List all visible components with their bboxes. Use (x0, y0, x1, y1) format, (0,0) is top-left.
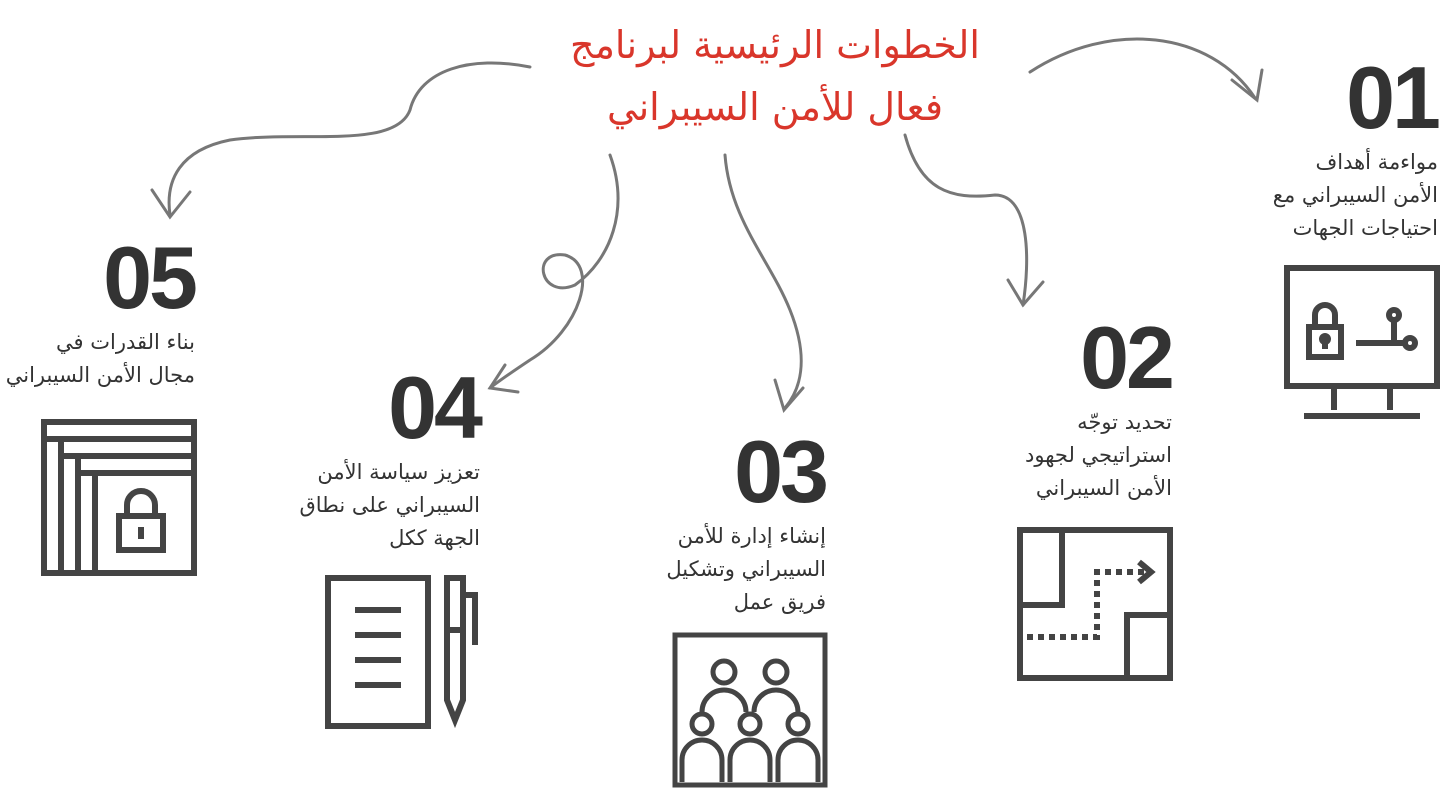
desc-line: الأمن السيبراني مع (1272, 183, 1438, 207)
desc-line: استراتيجي لجهود (1025, 443, 1172, 467)
step-number: 05 (103, 228, 198, 327)
floorplan-path-icon (1017, 527, 1173, 681)
arrow-to-03 (723, 153, 803, 410)
step-03: 03 إنشاء إدارة للأمن السيبراني وتشكيل فر… (666, 422, 829, 619)
arrowhead-03 (773, 378, 805, 414)
step-number: 04 (388, 358, 483, 457)
desc-line: فريق عمل (733, 590, 826, 614)
step-description: إنشاء إدارة للأمن السيبراني وتشكيل فريق … (666, 520, 826, 619)
desc-line: تحديد توجّه (1077, 410, 1172, 434)
desc-line: الأمن السيبراني (1035, 476, 1172, 500)
title-line-1: الخطوات الرئيسية لبرنامج (570, 23, 980, 67)
arrowhead-04 (487, 363, 520, 394)
step-description: تحديد توجّه استراتيجي لجهود الأمن السيبر… (1025, 406, 1172, 505)
step-description: بناء القدرات في مجال الأمن السيبراني (6, 326, 195, 392)
step-number: 03 (734, 422, 829, 521)
desc-line: الجهة ككل (389, 526, 480, 550)
arrowhead-02 (1006, 278, 1045, 308)
step-05: 05 بناء القدرات في مجال الأمن السيبراني (6, 228, 198, 392)
monitor-lock-icon (1284, 265, 1440, 419)
desc-line: مجال الأمن السيبراني (5, 363, 195, 387)
arrowhead-05 (150, 188, 192, 220)
step-description: تعزيز سياسة الأمن السيبراني على نطاق الج… (299, 456, 480, 555)
layered-lock-icon (41, 419, 197, 576)
desc-line: السيبراني وتشكيل (666, 557, 826, 581)
title-line-2: فعال للأمن السيبراني (606, 85, 944, 129)
team-icon (672, 632, 828, 788)
step-description: مواءمة أهداف الأمن السيبراني مع احتياجات… (1273, 146, 1438, 245)
arrow-to-05 (167, 61, 532, 217)
arrow-to-04 (488, 153, 620, 390)
step-number: 01 (1346, 48, 1441, 147)
arrowhead-01 (1230, 68, 1264, 103)
document-pen-icon (325, 575, 478, 729)
desc-line: احتياجات الجهات (1292, 216, 1438, 240)
step-02: 02 تحديد توجّه استراتيجي لجهود الأمن الس… (1025, 308, 1175, 505)
desc-line: بناء القدرات في (56, 330, 195, 354)
desc-line: مواءمة أهداف (1315, 150, 1438, 174)
arrow-to-01 (1028, 37, 1257, 100)
desc-line: السيبراني على نطاق (299, 493, 480, 517)
desc-line: إنشاء إدارة للأمن (677, 524, 826, 548)
step-number: 02 (1080, 308, 1175, 407)
step-01: 01 مواءمة أهداف الأمن السيبراني مع احتيا… (1273, 48, 1441, 245)
desc-line: تعزيز سياسة الأمن (317, 460, 480, 484)
page-title: الخطوات الرئيسية لبرنامج فعال للأمن السي… (520, 14, 1030, 138)
arrow-to-02 (903, 133, 1029, 307)
step-04: 04 تعزيز سياسة الأمن السيبراني على نطاق … (299, 358, 483, 555)
